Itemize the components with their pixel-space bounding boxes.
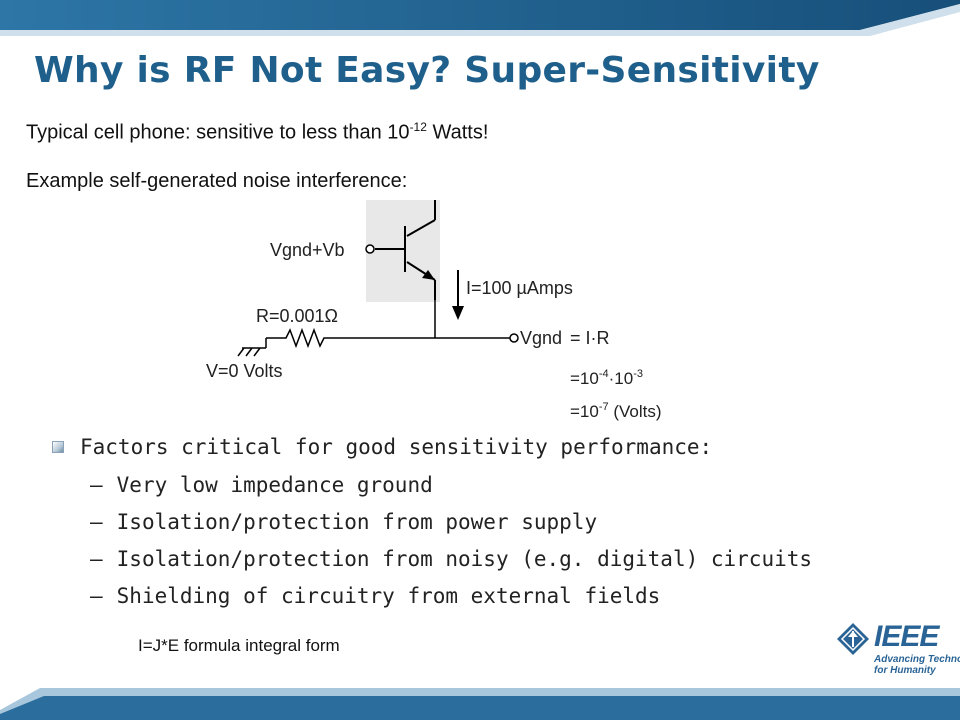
transistor-highlight — [366, 200, 440, 302]
sub-bullet-text: Very low impedance ground — [116, 472, 433, 497]
top-decorative-bar — [0, 0, 960, 36]
bottom-decorative-bar — [0, 688, 960, 720]
current-label: I=100 µAmps — [466, 278, 573, 298]
sub-bullet-text: Isolation/protection from power supply — [116, 509, 598, 534]
tagline-line-1: Advancing Technology — [874, 654, 960, 665]
intro-example-line: Example self-generated noise interferenc… — [26, 170, 408, 192]
ieee-wordmark: IEEE — [874, 620, 939, 653]
vgnd-label: Vgnd — [520, 328, 562, 348]
equation-line-2: =10-4·10-3 — [570, 368, 643, 388]
resistor-and-wire — [266, 327, 510, 349]
ieee-logo: IEEE Advancing Technologyfor Humanity — [836, 620, 960, 682]
dash-marker: – — [90, 546, 103, 571]
dash-marker: – — [90, 583, 103, 608]
main-bullet-text: Factors critical for good sensitivity pe… — [80, 435, 713, 459]
intro-sensitivity-text: Typical cell phone: sensitive to less th… — [26, 121, 410, 144]
intro-suffix: Watts! — [426, 121, 489, 144]
equation-line-1: = I·R — [570, 328, 610, 348]
formula-note: I=J*E formula integral form — [138, 636, 340, 655]
ieee-tagline: Advancing Technologyfor Humanity — [874, 654, 960, 676]
dash-marker: – — [90, 472, 103, 497]
ground-symbol — [237, 338, 267, 357]
bullet-square-icon — [52, 441, 64, 453]
resistor-label: R=0.001Ω — [256, 306, 338, 326]
sub-bullet-text: Shielding of circuitry from external fie… — [116, 583, 661, 608]
emitter-arrow — [422, 270, 435, 280]
intro-sensitivity-line: Typical cell phone: sensitive to less th… — [26, 120, 488, 145]
factors-list: Factors critical for good sensitivity pe… — [52, 428, 892, 614]
noise-circuit-diagram: Vgnd+Vb I=100 µAmps R=0.001Ω Vgnd = I·R … — [206, 200, 662, 421]
vgnd-node — [509, 333, 519, 343]
base-label: Vgnd+Vb — [270, 240, 345, 260]
sub-bullet: –Isolation/protection from noisy (e.g. d… — [52, 540, 892, 577]
equation-line-3: =10-7 (Volts) — [570, 401, 662, 421]
tagline-line-2: for Humanity — [874, 665, 936, 676]
ieee-diamond-icon — [837, 623, 869, 655]
current-arrow-head — [452, 306, 464, 320]
base-terminal — [365, 244, 375, 254]
dash-marker: – — [90, 509, 103, 534]
intro-exponent: -12 — [409, 120, 427, 134]
main-bullet: Factors critical for good sensitivity pe… — [52, 428, 892, 466]
ground-label: V=0 Volts — [206, 361, 283, 381]
sub-bullet: –Very low impedance ground — [52, 466, 892, 503]
sub-bullet: –Shielding of circuitry from external fi… — [52, 577, 892, 614]
sub-bullet: –Isolation/protection from power supply — [52, 503, 892, 540]
slide-title: Why is RF Not Easy? Super-Sensitivity — [34, 50, 820, 91]
sub-bullet-text: Isolation/protection from noisy (e.g. di… — [116, 546, 813, 571]
